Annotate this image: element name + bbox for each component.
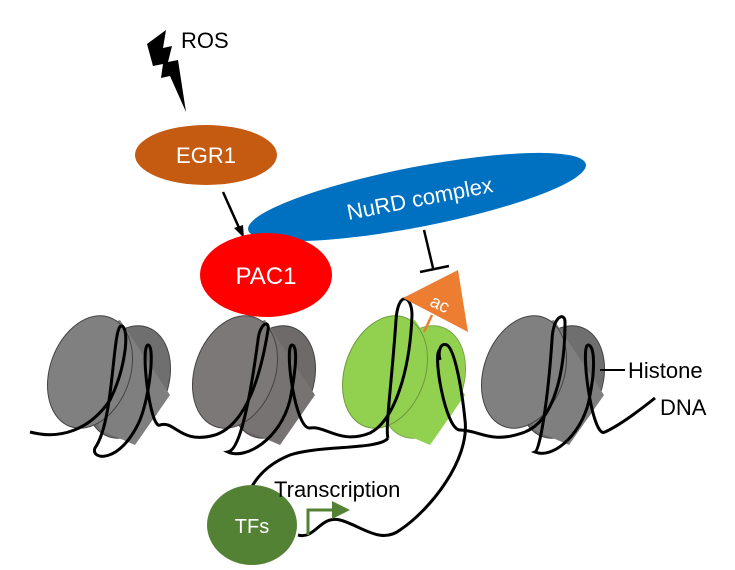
- egr1-node: [135, 125, 277, 185]
- pac1-label: PAC1: [236, 263, 297, 290]
- inhibition-bar: [419, 264, 450, 274]
- dna-strand: [29, 297, 656, 458]
- activation-arrow: [221, 191, 242, 231]
- transcription-arrow: [306, 508, 333, 535]
- lightning-bolt-icon: [147, 30, 186, 112]
- tfs-label: TFs: [235, 516, 269, 538]
- dna-label: DNA: [660, 395, 707, 420]
- histone-label: Histone: [628, 358, 703, 383]
- ros-label: ROS: [181, 28, 229, 53]
- nurd-complex-node: [248, 152, 586, 242]
- transcription-label: Transcription: [274, 477, 400, 502]
- arrowhead: [234, 225, 244, 238]
- pac1-node: [200, 233, 332, 317]
- dna-loop: [248, 342, 467, 538]
- ac-stem: [422, 314, 434, 333]
- tfs-node: [207, 485, 297, 565]
- nucleosome-acetylated: [341, 315, 467, 445]
- egr1-label: EGR1: [176, 143, 236, 168]
- transcription-arrowhead: [332, 501, 350, 519]
- nucleosome-1: [46, 315, 172, 445]
- inhibition-line: [422, 229, 435, 269]
- acetyl-mark: [403, 270, 468, 332]
